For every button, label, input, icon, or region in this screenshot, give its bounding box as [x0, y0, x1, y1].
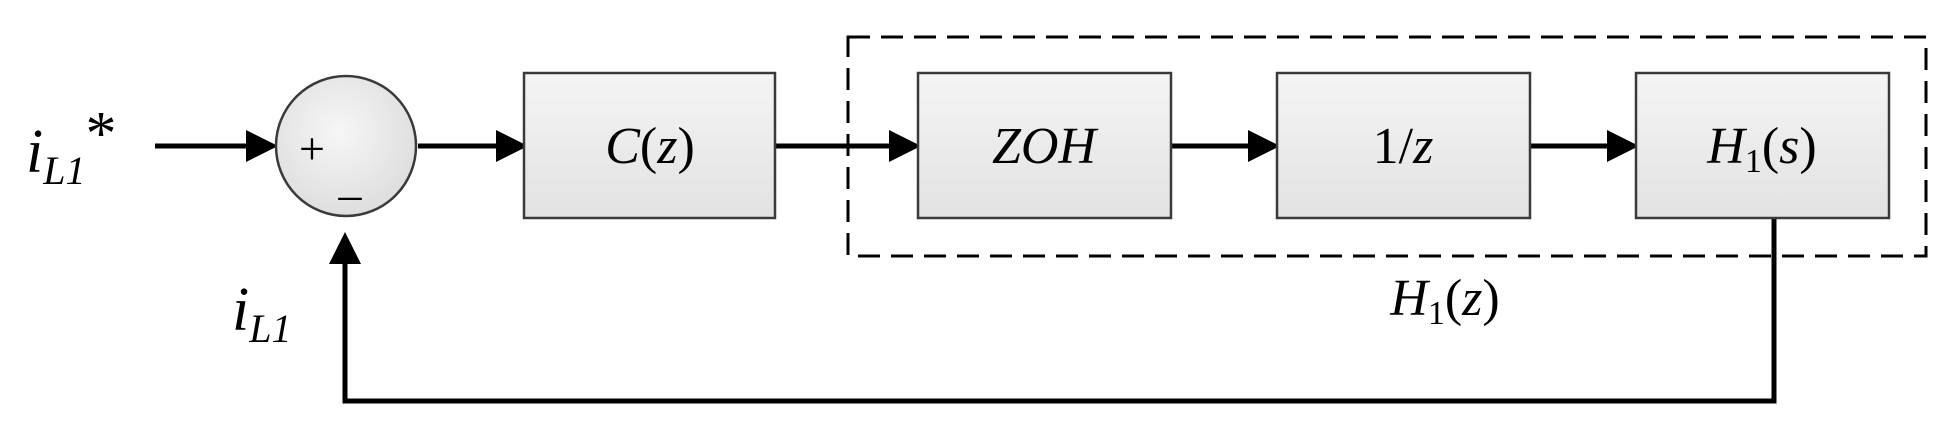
- delay-block-rect: [1275, 71, 1532, 220]
- error-arrowhead: [496, 130, 528, 162]
- summing-junction: + _: [274, 74, 418, 218]
- plus-sign: +: [299, 123, 325, 174]
- minus-sign: _: [338, 153, 363, 204]
- feedback-arrowhead: [329, 232, 361, 264]
- group-label: H1(z): [1389, 270, 1499, 332]
- summing-junction-circle: [274, 74, 418, 218]
- signal-wires: [155, 130, 1777, 404]
- zoh-output-arrowhead: [1248, 130, 1280, 162]
- zoh-block-rect: [916, 71, 1173, 220]
- delay-block: 1/z: [1275, 71, 1532, 220]
- zoh-label: ZOH: [992, 118, 1098, 175]
- plant-block-rect: [1634, 71, 1891, 220]
- plant-label: H1(s): [1706, 118, 1816, 180]
- feedback-signal-label: iL1: [232, 276, 291, 351]
- controller-block: C(z): [522, 71, 777, 220]
- input-arrowhead: [246, 130, 278, 162]
- feedback-wire: [342, 219, 1777, 404]
- controller-block-rect: [522, 71, 777, 220]
- controller-label: C(z): [605, 118, 695, 175]
- delay-label: 1/z: [1373, 118, 1434, 175]
- input-signal-label: iL1*: [26, 100, 116, 193]
- plant-block: H1(s): [1634, 71, 1891, 220]
- controller-output-arrowhead: [889, 130, 921, 162]
- delay-output-arrowhead: [1607, 130, 1639, 162]
- zoh-block: ZOH: [916, 71, 1173, 220]
